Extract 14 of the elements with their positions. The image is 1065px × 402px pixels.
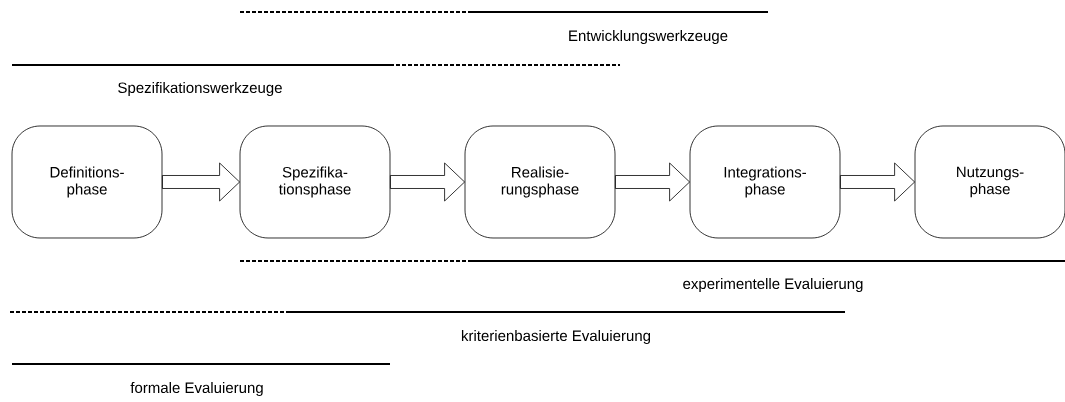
phase-box: Nutzungs- phase (914, 125, 1065, 239)
block-arrow (162, 162, 240, 202)
bar-label: experimentelle Evaluierung (683, 278, 863, 292)
bar-label: Spezifikationswerkzeuge (118, 82, 282, 96)
phase-box: Realisie- rungsphase (464, 125, 616, 239)
bar-label: kriterienbasierte Evaluierung (461, 330, 651, 344)
block-arrow (390, 162, 465, 202)
bar-label: formale Evaluierung (130, 382, 263, 396)
bar-label: Entwicklungswerkzeuge (569, 30, 728, 44)
phase-box: Spezifika- tionsphase (239, 125, 391, 239)
phase-box: Definitions- phase (11, 125, 163, 239)
phase-box: Integrations- phase (689, 125, 841, 239)
block-arrow (840, 162, 915, 202)
block-arrow (615, 162, 690, 202)
